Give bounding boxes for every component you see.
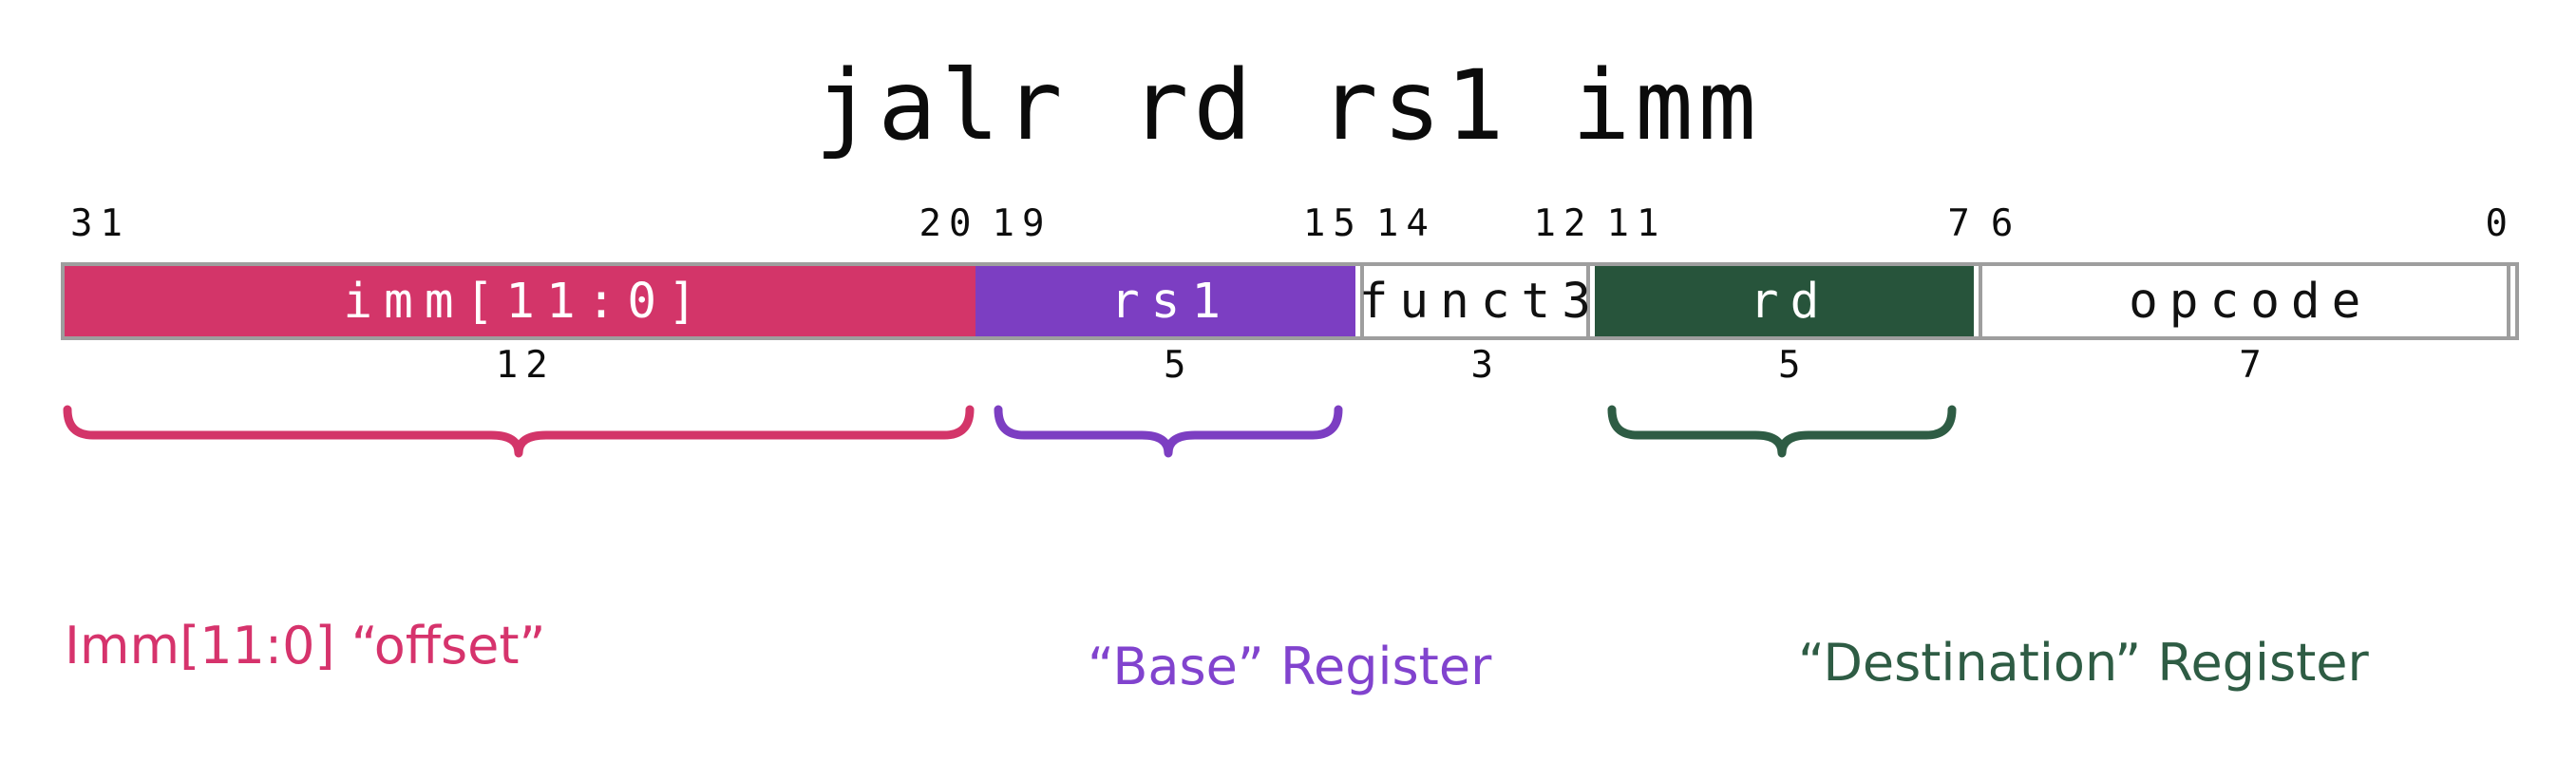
bit-lo-label: 15 bbox=[1302, 202, 1363, 245]
bit-range-funct3: 14 12 bbox=[1367, 202, 1598, 245]
bit-lo-label: 20 bbox=[919, 202, 979, 245]
rd-annotation: “Destination” Register gets “return addr… bbox=[1798, 489, 2369, 762]
bit-range-imm: 31 20 bbox=[61, 202, 983, 245]
field-rs1: rs1 bbox=[975, 266, 1355, 336]
instruction-title: jalr rd rs1 imm bbox=[814, 49, 1762, 162]
bit-hi-label: 31 bbox=[70, 202, 130, 245]
imm-underbrace bbox=[63, 405, 975, 458]
field-rd: rd bbox=[1594, 266, 1975, 336]
bit-hi-label: 19 bbox=[992, 202, 1052, 245]
imm-annotation: Imm[11:0] “offset” Add to base register … bbox=[65, 472, 657, 762]
field-imm: imm[11:0] bbox=[65, 266, 976, 336]
width-label-rs1: 5 bbox=[1163, 344, 1194, 387]
rs1-underbrace bbox=[994, 405, 1343, 458]
rs1-annotation: “Base” Register Base address of jump bbox=[1088, 493, 1496, 762]
width-label-imm: 12 bbox=[495, 344, 556, 387]
field-opcode: opcode bbox=[1979, 266, 2511, 336]
bit-lo-label: 12 bbox=[1533, 202, 1594, 245]
bit-lo-label: 7 bbox=[1947, 202, 1978, 245]
bit-hi-label: 6 bbox=[1990, 202, 2021, 245]
bit-range-rd: 11 7 bbox=[1598, 202, 1981, 245]
bit-hi-label: 11 bbox=[1606, 202, 1667, 245]
width-label-rd: 5 bbox=[1777, 344, 1809, 387]
width-label-opcode: 7 bbox=[2239, 344, 2269, 387]
field-funct3: funct3 bbox=[1359, 266, 1591, 336]
imm-annotation-heading: Imm[11:0] “offset” bbox=[65, 616, 546, 676]
rd-annotation-heading: “Destination” Register bbox=[1798, 633, 2369, 693]
rs1-annotation-heading: “Base” Register bbox=[1088, 637, 1492, 696]
bit-hi-label: 14 bbox=[1375, 202, 1436, 245]
instruction-field-bar: imm[11:0] rs1 funct3 rd opcode bbox=[61, 262, 2519, 340]
width-label-funct3: 3 bbox=[1470, 344, 1501, 387]
rd-underbrace bbox=[1607, 405, 1957, 458]
bit-width-row: 12 5 3 5 7 bbox=[61, 344, 2519, 387]
bit-lo-label: 0 bbox=[2485, 202, 2515, 245]
